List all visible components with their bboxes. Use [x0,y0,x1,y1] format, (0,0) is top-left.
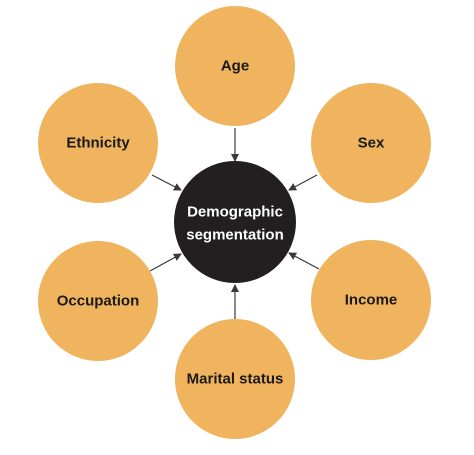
node-occupation-circle [38,241,158,361]
node-marital-status-circle [175,319,295,439]
node-occupation: Occupation [38,241,158,361]
node-ethnicity: Ethnicity [38,83,158,203]
node-age-circle [175,6,295,126]
node-marital-status: Marital status [175,319,295,439]
node-ethnicity-circle [38,83,158,203]
node-occupation-label: Occupation [57,293,140,310]
node-ethnicity-label: Ethnicity [66,135,130,152]
node-sex: Sex [311,83,431,203]
node-sex-circle [311,83,431,203]
node-sex-label: Sex [358,135,385,152]
arrow-occupation-to-center [149,253,182,272]
center-node: Demographic segmentation [174,161,296,283]
node-marital-status-label: Marital status [187,371,284,388]
node-income: Income [311,240,431,360]
node-income-label: Income [345,292,398,309]
node-income-circle [311,240,431,360]
arrow-income-to-center [288,252,320,270]
center-circle [174,161,296,283]
arrow-ethnicity-to-center [151,174,182,191]
arrow-sex-to-center [288,174,318,191]
center-label-line1: Demographic [187,204,283,221]
center-label-line2: segmentation [186,227,284,244]
node-age: Age [175,6,295,126]
node-age-label: Age [221,58,249,75]
